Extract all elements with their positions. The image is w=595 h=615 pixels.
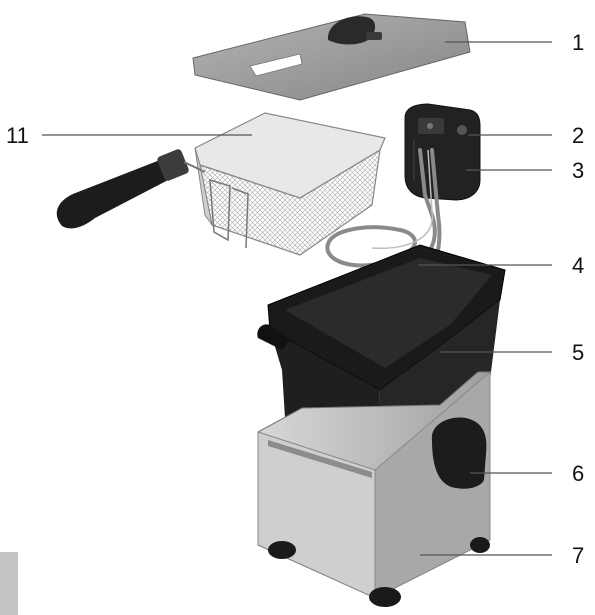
callout-labels: 1 2 3 4 5 6 7 11 — [6, 30, 584, 568]
callout-1: 1 — [572, 30, 584, 55]
housing-part — [257, 370, 491, 607]
lid-part — [192, 13, 471, 101]
callout-4: 4 — [572, 253, 584, 278]
cropped-edge-block — [0, 552, 18, 615]
callout-6: 6 — [572, 461, 584, 486]
frying-basket-part — [56, 112, 386, 256]
leader-lines — [42, 41, 552, 556]
control-unit-part — [404, 103, 481, 201]
callout-2: 2 — [572, 123, 584, 148]
callout-11: 11 — [6, 123, 29, 148]
callout-7: 7 — [572, 543, 584, 568]
callout-3: 3 — [572, 158, 584, 183]
callout-5: 5 — [572, 340, 584, 365]
